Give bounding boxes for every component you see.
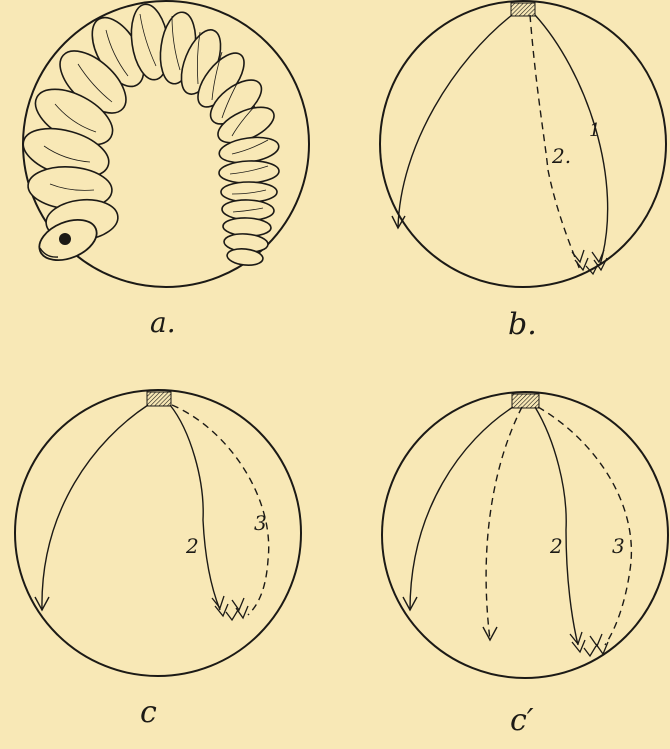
- panel-c-caption: c: [140, 695, 157, 730]
- path-1-left-b: [398, 15, 512, 228]
- arrowheads-c: [212, 596, 248, 620]
- panel-b-caption: b.: [508, 307, 537, 342]
- path-left-c-prime: [410, 407, 513, 610]
- panel-b-circle: [380, 1, 666, 287]
- path-2-solid-c: [170, 405, 220, 610]
- path-label-1-b: 1: [589, 120, 600, 141]
- panel-b: 2. 1 b.: [380, 1, 666, 342]
- panel-c: 2 3 c: [15, 390, 301, 730]
- micropyle-c-prime: [512, 394, 539, 408]
- path-dashed-inner-c-prime: [486, 407, 522, 640]
- path-3-dashed-c: [172, 405, 269, 615]
- micropyle-c: [147, 392, 171, 406]
- path-left-c: [42, 405, 148, 610]
- path-label-3-c-prime: 3: [612, 534, 625, 558]
- arrowheads-b: [572, 250, 607, 274]
- panel-a-caption: a.: [150, 306, 176, 339]
- panel-c-prime: 2 3 c′: [382, 392, 668, 738]
- panel-a: a.: [18, 1, 309, 339]
- micropyle-b: [511, 3, 535, 16]
- path-2-dashed-b: [530, 15, 580, 270]
- path-label-2-c: 2: [185, 534, 199, 558]
- panel-c-prime-caption: c′: [510, 703, 534, 738]
- path-2-solid-c-prime: [535, 407, 578, 645]
- panel-c-prime-circle: [382, 392, 668, 678]
- path-label-2-c-prime: 2: [549, 534, 563, 558]
- path-label-2-b: 2.: [551, 144, 571, 168]
- path-label-3-c: 3: [254, 511, 267, 535]
